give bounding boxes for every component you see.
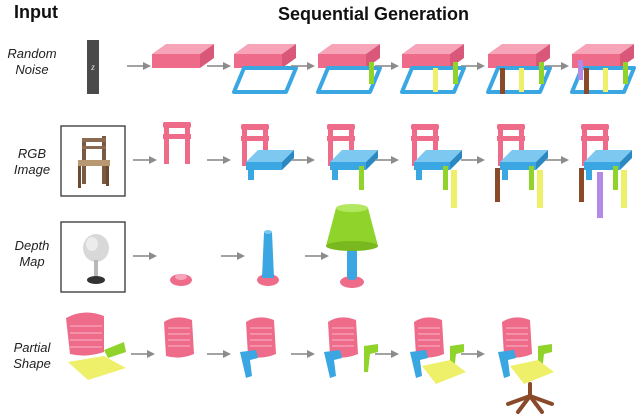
row-depth-map: [60, 204, 378, 293]
input-header: Input: [14, 2, 58, 22]
step-4: [410, 316, 466, 384]
step-3: [324, 316, 378, 378]
step-3-full-lamp: [326, 204, 378, 288]
row-rgb-image: [60, 122, 632, 218]
arrow: [220, 251, 246, 261]
step-6: [570, 44, 636, 94]
arrow: [460, 155, 486, 165]
row-label-line2: Shape: [13, 356, 51, 371]
step-3: [327, 124, 378, 190]
row-label-line2: Map: [19, 254, 45, 269]
noise-symbol: z: [90, 62, 95, 72]
row-label-random-noise: Random Noise: [0, 46, 64, 78]
lamp-depth-render: [83, 234, 109, 284]
arrow: [206, 61, 232, 71]
step-1-lamp-base: [170, 274, 192, 286]
arrow: [290, 155, 316, 165]
sequential-generation-header: Sequential Generation: [278, 4, 470, 24]
step-1-back: [163, 122, 191, 164]
row-label-line1: Depth: [14, 238, 50, 253]
row-label-line1: RGB: [17, 146, 47, 161]
arrow: [132, 155, 158, 165]
wooden-chair-photo: [78, 136, 110, 188]
step-2: [232, 44, 298, 94]
arrow: [374, 155, 400, 165]
arrow: [460, 349, 486, 359]
step-3: [316, 44, 382, 94]
step-5: [495, 124, 548, 208]
arrow: [290, 349, 316, 359]
noise-vector-bar: [87, 40, 99, 94]
arrow: [132, 251, 158, 261]
arrow: [206, 155, 232, 165]
row-label-line1: Random: [7, 46, 57, 61]
step-5: [486, 44, 552, 94]
arrow: [130, 349, 156, 359]
row-partial-shape: [66, 312, 554, 414]
row-label-partial-shape: Partial Shape: [0, 340, 64, 372]
arrow: [544, 155, 570, 165]
row-label-depth-map: Depth Map: [0, 238, 64, 270]
step-2: [241, 124, 294, 180]
arrow: [126, 61, 152, 71]
row-label-line2: Noise: [15, 62, 49, 77]
step-2-lamp-stem: [257, 230, 279, 286]
arrow: [206, 349, 232, 359]
step-6: [579, 124, 632, 218]
step-4: [400, 44, 466, 94]
step-4: [411, 124, 462, 208]
row-label-rgb-image: RGB Image: [0, 146, 64, 178]
partial-shape-input: [66, 312, 126, 380]
row-random-noise: z: [87, 40, 636, 94]
step-2: [240, 316, 277, 378]
step-5: [498, 316, 554, 414]
row-label-line1: Partial: [13, 340, 51, 355]
wheel-base: [506, 382, 554, 414]
row-label-line2: Image: [13, 162, 51, 177]
step-1-seat: [152, 44, 214, 68]
arrow: [374, 349, 400, 359]
arrow: [304, 251, 330, 261]
step-1-back: [163, 316, 195, 359]
